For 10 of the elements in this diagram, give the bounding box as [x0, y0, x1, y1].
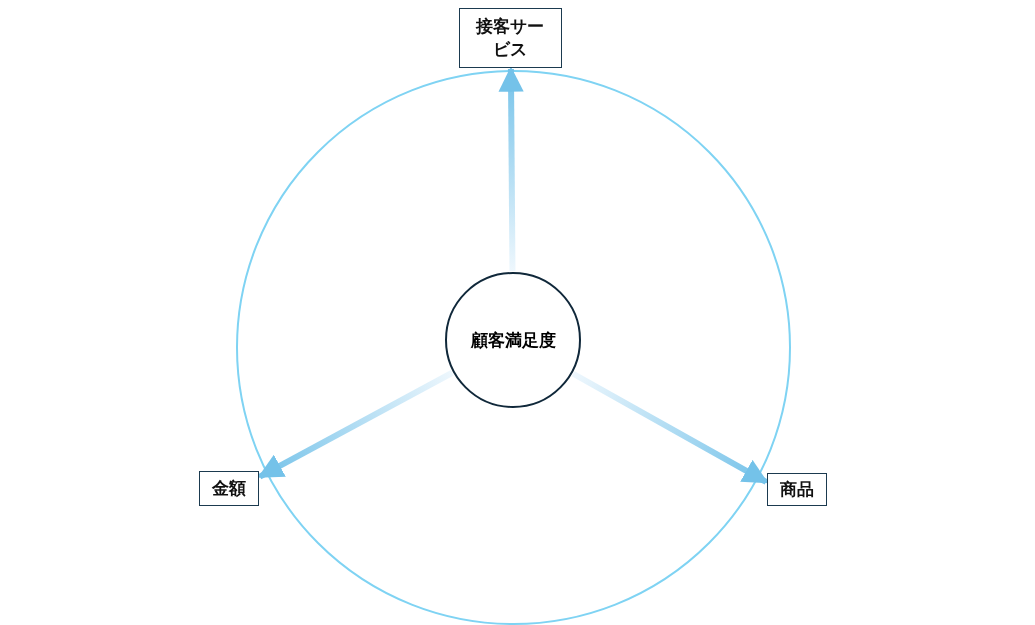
factor-label: 接客サービス — [474, 15, 546, 61]
factor-label: 商品 — [780, 478, 814, 501]
arrow — [257, 370, 454, 480]
center-label: 顧客満足度 — [470, 328, 556, 352]
arrow — [498, 66, 524, 272]
arrow — [571, 371, 769, 485]
label-box — [767, 473, 827, 506]
label-box — [199, 471, 259, 506]
factor-label: 金額 — [212, 477, 246, 500]
label-box — [459, 8, 562, 68]
